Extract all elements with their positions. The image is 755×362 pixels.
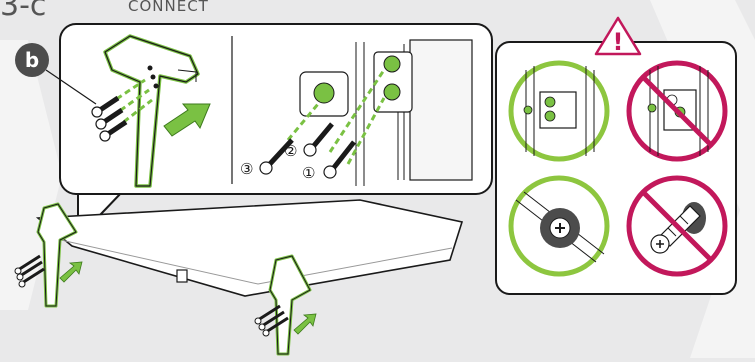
screw-label-3: ③: [240, 160, 253, 178]
callout-letter: b: [25, 48, 39, 72]
callout-badge: b: [15, 43, 49, 77]
incorrect-alignment-example: [629, 63, 725, 159]
warning-symbol: !: [613, 28, 624, 56]
insertion-arrow-icon: [294, 314, 316, 334]
warning-triangle-icon: !: [596, 18, 640, 56]
correct-screw-example: [511, 178, 607, 274]
screw-label-1: ①: [302, 164, 315, 182]
step-title: CONNECT: [128, 0, 209, 15]
screw-label-2: ②: [284, 142, 297, 160]
tv-body: [38, 200, 462, 296]
insertion-arrow-icon: [60, 262, 82, 282]
step-header: 3-c CONNECT: [0, 0, 209, 23]
step-number: 3-c: [0, 0, 46, 23]
incorrect-screw-example: [629, 178, 725, 274]
correct-alignment-example: [511, 63, 607, 159]
